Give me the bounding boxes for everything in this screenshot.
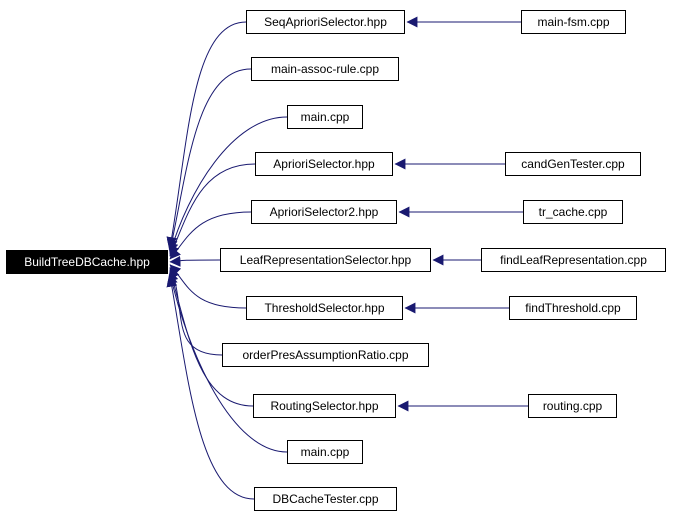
edge-main_cpp_2-to-root [166,272,288,453]
node-find-leaf-representation-cpp[interactable]: findLeafRepresentation.cpp [481,248,666,272]
node-leaf-representation-selector-hpp[interactable]: LeafRepresentationSelector.hpp [220,248,431,272]
node-apriori-selector-hpp[interactable]: AprioriSelector.hpp [255,152,393,176]
node-main-assoc-rule-cpp[interactable]: main-assoc-rule.cpp [251,57,399,81]
node-cand-gen-tester-cpp[interactable]: candGenTester.cpp [505,152,641,176]
node-main-fsm-cpp[interactable]: main-fsm.cpp [521,10,626,34]
edge-routing_selector-to-root [167,270,254,407]
node-build-tree-db-cache-hpp: BuildTreeDBCache.hpp [6,250,168,274]
node-routing-cpp[interactable]: routing.cpp [528,394,617,418]
node-tr-cache-cpp[interactable]: tr_cache.cpp [523,200,623,224]
edge-apriori_selector-to-root [169,163,256,257]
edge-apriori_selector2-to-root [169,211,252,260]
edge-seq_apriori_selector-to-root [166,21,247,249]
edge-order_pres_assumption_ratio-to-root [169,267,223,356]
node-main-cpp-1[interactable]: main.cpp [287,105,363,129]
edge-leaf_representation_selector-to-root [169,255,221,267]
node-main-cpp-2[interactable]: main.cpp [287,440,363,464]
edge-main_assoc_rule-to-root [166,68,252,251]
edge-main_cpp_1-to-root [167,116,288,254]
node-dbcache-tester-cpp[interactable]: DBCacheTester.cpp [254,487,397,511]
node-seq-apriori-selector-hpp[interactable]: SeqAprioriSelector.hpp [246,10,405,34]
edge-dbcache_tester-to-root [166,275,255,500]
node-find-threshold-cpp[interactable]: findThreshold.cpp [509,296,637,320]
node-apriori-selector2-hpp[interactable]: AprioriSelector2.hpp [251,200,397,224]
node-order-pres-assumption-ratio-cpp[interactable]: orderPresAssumptionRatio.cpp [222,343,429,367]
node-routing-selector-hpp[interactable]: RoutingSelector.hpp [253,394,396,418]
node-threshold-selector-hpp[interactable]: ThresholdSelector.hpp [246,296,403,320]
